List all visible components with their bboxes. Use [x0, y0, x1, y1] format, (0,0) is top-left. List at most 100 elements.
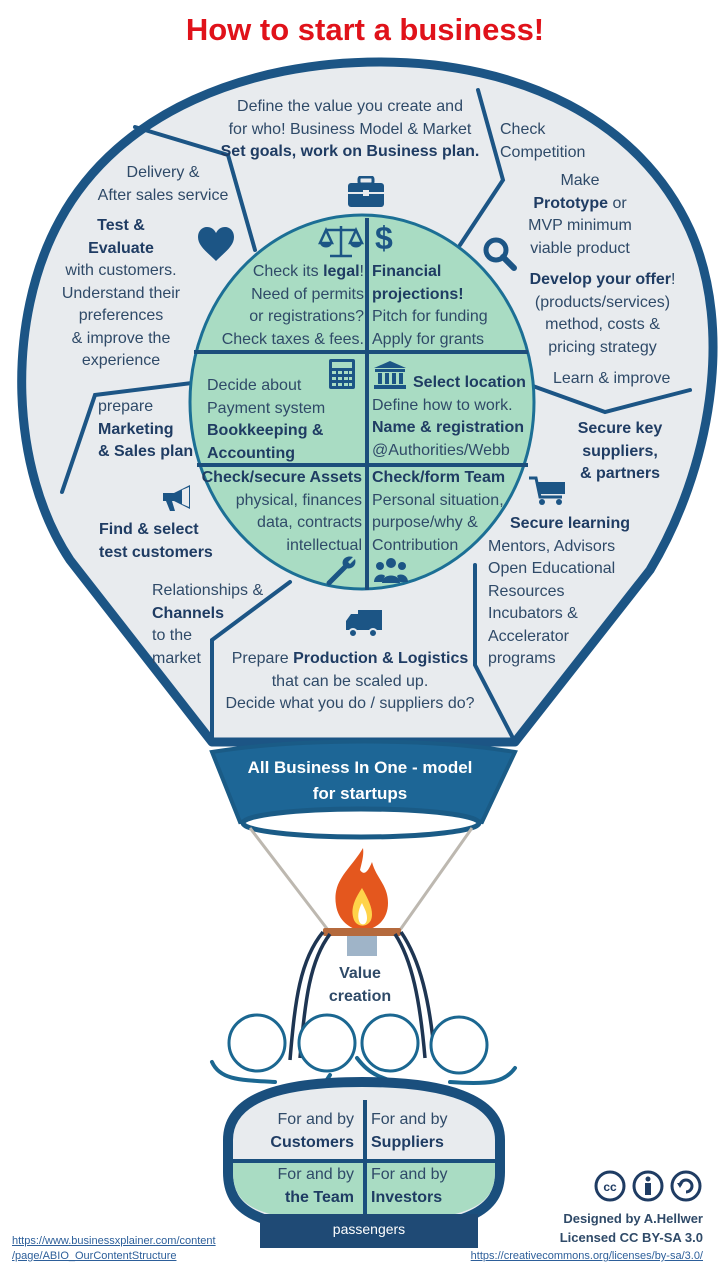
text-line-bold: Check/secure Assets [201, 469, 362, 486]
briefcase-icon [348, 176, 384, 207]
text-line-bold: Marketing [98, 420, 174, 438]
divider-competition [458, 88, 506, 247]
text-line: to the [152, 627, 193, 644]
license-link[interactable]: https://creativecommons.org/licenses/by-… [470, 1250, 703, 1262]
calculator-icon [329, 359, 355, 389]
section-find-customers: Find & select test customers [99, 519, 213, 564]
text-line-bold: Accounting [207, 444, 295, 462]
passenger-arm [210, 1060, 277, 1084]
source-link[interactable]: https://www.businessxplainer.com/content… [12, 1234, 216, 1264]
text-line: or registrations? [249, 308, 364, 325]
section-prototype: Make Prototype or MVP minimum viable pro… [515, 170, 645, 260]
text-line: Personal situation, [372, 491, 504, 509]
section-key-suppliers: Secure key suppliers, & partners [560, 418, 680, 486]
text-line: Decide what you do / suppliers do? [225, 695, 475, 712]
text-line: Understand their [61, 284, 181, 302]
text-line: Resources [488, 582, 565, 600]
passenger-head [297, 1013, 357, 1073]
magnifier-icon [483, 237, 517, 271]
text-line: Define the value you create and [237, 98, 463, 115]
shopping-cart-icon [529, 476, 565, 505]
text-line: Check taxes & fees. [221, 330, 364, 348]
text-line: For and by [371, 1111, 448, 1128]
text-line: Payment system [207, 399, 326, 417]
wrench-icon [326, 556, 356, 586]
text-line-bold: Channels [152, 604, 225, 622]
section-test-evaluate: Test & Evaluate with customers. Understa… [50, 215, 192, 373]
text-line: (products/services) [534, 293, 671, 311]
text-line: market [152, 649, 201, 667]
text-line-bold: the Team [284, 1188, 354, 1206]
text-line: Accelerator [488, 627, 569, 645]
text-line: Check [500, 121, 546, 138]
text-line-bold: Evaluate [88, 239, 154, 257]
text-line: Value [339, 965, 381, 982]
text-line: Need of permits [251, 285, 364, 303]
attribution-icon [632, 1170, 664, 1202]
divider-delivery [133, 125, 257, 252]
section-marketing: prepare Marketing & Sales plan [98, 396, 193, 464]
text-line: Learn & improve [553, 370, 671, 387]
text-line: Develop your offer! [520, 269, 685, 292]
text-line: purpose/why & [372, 514, 478, 531]
text-line-bold: Suppliers [371, 1133, 444, 1151]
heart-icon [198, 227, 234, 261]
text-line: that can be scaled up. [271, 672, 429, 690]
value-creation-label: Value creation [310, 962, 410, 1008]
basket-cell-customers: For and by Customers [240, 1109, 354, 1154]
passenger-head [429, 1015, 489, 1075]
text-line: Relationships & [152, 582, 264, 599]
basket-cell-suppliers: For and by Suppliers [371, 1109, 447, 1154]
text-line: method, costs & [545, 316, 660, 333]
bold-text: Develop your offer [529, 271, 671, 288]
text: Check its [252, 263, 324, 280]
text-line-bold: projections! [372, 285, 464, 303]
text-line: MVP minimum [528, 217, 632, 234]
text: or [608, 194, 627, 212]
text-line: Apply for grants [372, 330, 485, 348]
section-production: Prepare Production & Logistics that can … [205, 648, 495, 716]
license-text: Licensed CC BY-SA 3.0 [559, 1230, 703, 1245]
text-line: Pitch for funding [372, 308, 488, 325]
quadrant-team: Check/form Team Personal situation, purp… [372, 467, 505, 557]
banner-rim [240, 806, 482, 840]
section-channels: Relationships & Channels to the market [152, 580, 263, 670]
text-line-bold: Secure key [577, 420, 663, 437]
link-line[interactable]: https://www.businessxplainer.com/content [12, 1235, 216, 1247]
text-line-bold: Secure learning [510, 515, 631, 532]
rope-left [248, 827, 330, 931]
text-line: programs [488, 650, 556, 667]
text-line-bold: Customers [270, 1133, 354, 1151]
passengers-label: passengers [260, 1214, 478, 1248]
burner-ring [323, 928, 401, 936]
bold-text: legal [323, 263, 360, 280]
text-line: prepare [98, 398, 154, 415]
divider-learn [528, 383, 692, 415]
text-line-bold: Name & registration [372, 419, 525, 436]
text-line-bold: & Sales plan [98, 443, 194, 460]
passenger-arm [448, 1066, 517, 1086]
text-line: Delivery & [126, 164, 200, 181]
banner-title: All Business In One - model for startups [230, 755, 490, 807]
text-line: Prototype or [515, 193, 645, 216]
text-line: For and by [277, 1111, 354, 1128]
text-line: viable product [530, 239, 630, 257]
rope [393, 933, 427, 1059]
text: Prepare [231, 650, 294, 667]
text-line: For and by [277, 1166, 354, 1183]
text-line: After sales service [97, 186, 229, 204]
text-line: preferences [78, 307, 164, 324]
quadrant-assets: Check/secure Assets physical, finances d… [196, 467, 362, 557]
quadrant-payment: Decide about Payment system Bookkeeping … [207, 375, 325, 465]
text-line: Open Educational [488, 560, 616, 577]
basket-cell-team: For and by the Team [240, 1164, 354, 1209]
link-line[interactable]: /page/ABIO_OurContentStructure [12, 1250, 177, 1262]
rope-right [398, 827, 474, 931]
text-line: Incubators & [488, 605, 578, 622]
text-line: Competition [500, 143, 586, 161]
text-line: @Authorities/Webb [372, 441, 510, 459]
text-line: data, contracts [257, 514, 362, 531]
section-top: Define the value you create and for who!… [200, 96, 500, 164]
